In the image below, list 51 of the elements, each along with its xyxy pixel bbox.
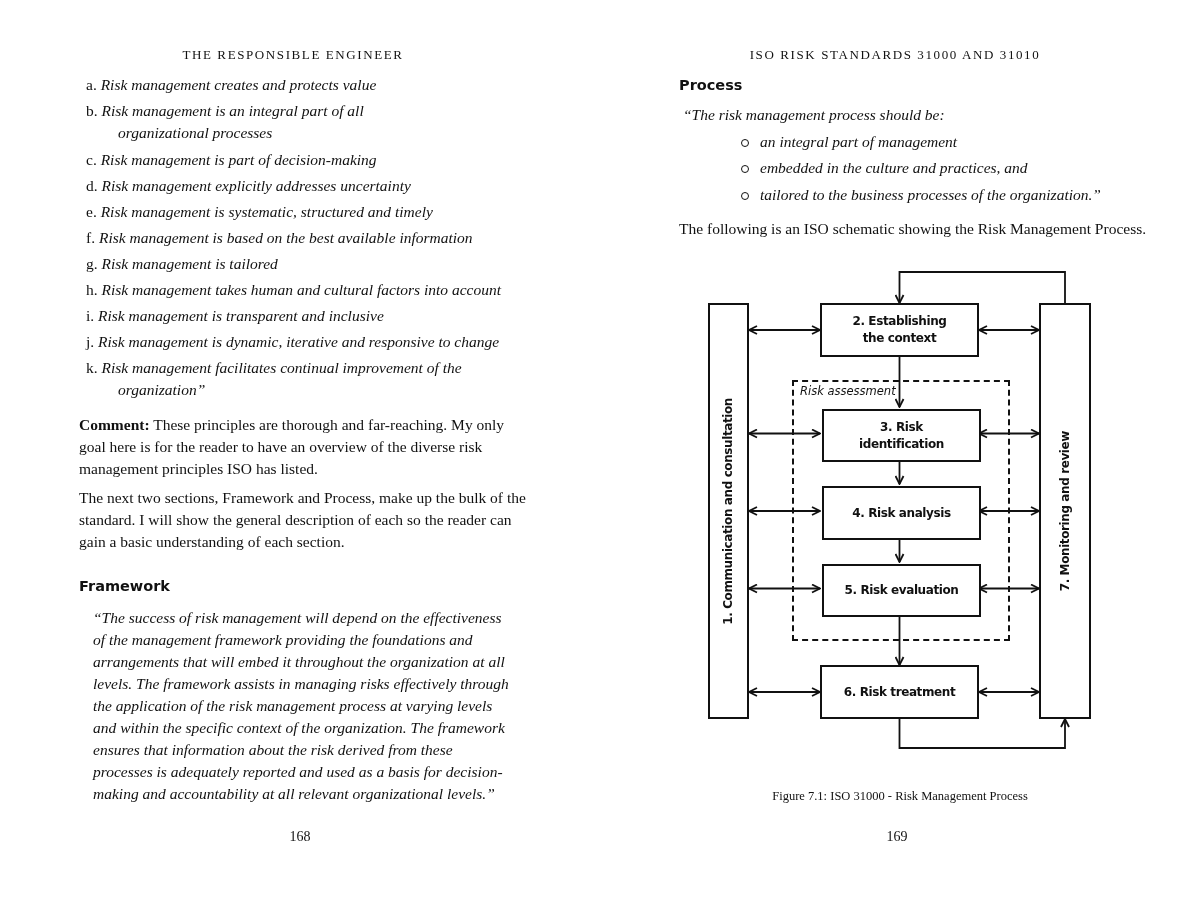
process-box [820,303,979,357]
paragraph: The next two sections, Framework and Process, make up the bulk of the standard. I will show the general description of each so the reader can gain a basic understanding of each section. [79,488,527,552]
process-bar [708,303,749,719]
step-label: 5. Risk evaluation [844,582,959,599]
step-label: 3. Risk identification [858,418,945,453]
list-item: c. Risk management is part of decision-making [86,150,378,170]
quotation-paragraph: “The success of risk management will depend on the effectiveness of the management framework providing the foundations and arrangements that will embed it throughout the organization at all levels. The framework assists in managing risks effectively through the application of the risk management process at varying levels and within the specific context of the organization. The framework ensures that information about the risk derived from these processes is adequately reported and used as a basis for decision-making and accountability at all relevant organizational levels.” [93,608,510,804]
section-heading: Framework [79,577,171,596]
double-arrow [748,687,821,697]
section-heading: Process [679,76,744,95]
loop-arrow [894,271,1066,304]
double-arrow [748,325,821,335]
process-box [822,564,981,617]
step-label: 2. Establishing the context [852,313,947,347]
list-item: h. Risk management takes human and cultural factors into account [86,280,502,300]
page-number: 169 [885,828,909,846]
step-label: 4. Risk analysis [852,504,951,522]
bullet-text: an integral part of management [760,132,959,152]
arrow [894,356,905,408]
double-arrow [978,325,1040,335]
process-bar [1039,303,1091,719]
bullet-text: tailored to the business processes of the organization.” [760,185,1102,205]
double-arrow [748,428,821,439]
list-item: g. Risk management is tailored [86,254,279,274]
bullet-text: embedded in the culture and practices, and [760,158,1029,178]
double-arrow [978,687,1040,697]
step-label: 6. Risk treatment [843,683,956,701]
list-item: k. Risk management facilitates continual improvement of the organization” [86,358,463,400]
loop-arrow [898,718,1070,749]
list-item: j. Risk management is dynamic, iterative and responsive to change [86,332,501,352]
quotation-line: “The risk management process should be: [683,105,946,125]
process-box [820,665,979,719]
running-head: ISO RISK STANDARDS 31000 AND 31010 [748,46,1042,64]
paragraph: Comment: These principles are thorough and far-reaching. My only goal here is for the reader to have an overview of the diverse risk management principles ISO has listed. [79,415,506,479]
list-item: f. Risk management is based on the best available information [86,228,474,248]
list-item: d. Risk management explicitly addresses uncertainty [86,176,412,196]
process-box [822,409,981,462]
list-item: e. Risk management is systematic, structured and timely [86,202,434,222]
process-box [822,486,981,540]
double-arrow [748,583,821,594]
page-number: 168 [288,828,312,846]
step-label: 7. Monitoring and review [1056,430,1073,592]
figure-caption: Figure 7.1: ISO 31000 - Risk Management Process [771,789,1029,804]
dashed-group-frame [792,380,1010,641]
running-head: THE RESPONSIBLE ENGINEER [181,46,405,64]
step-label: 1. Communication and consultation [720,397,736,625]
paragraph: The following is an ISO schematic showing the Risk Management Process. [679,219,1148,239]
list-item: i. Risk management is transparent and inclusive [86,306,385,326]
double-arrow [748,506,821,516]
group-title: Risk assessment [798,384,898,398]
list-item: a. Risk management creates and protects value [86,75,378,95]
